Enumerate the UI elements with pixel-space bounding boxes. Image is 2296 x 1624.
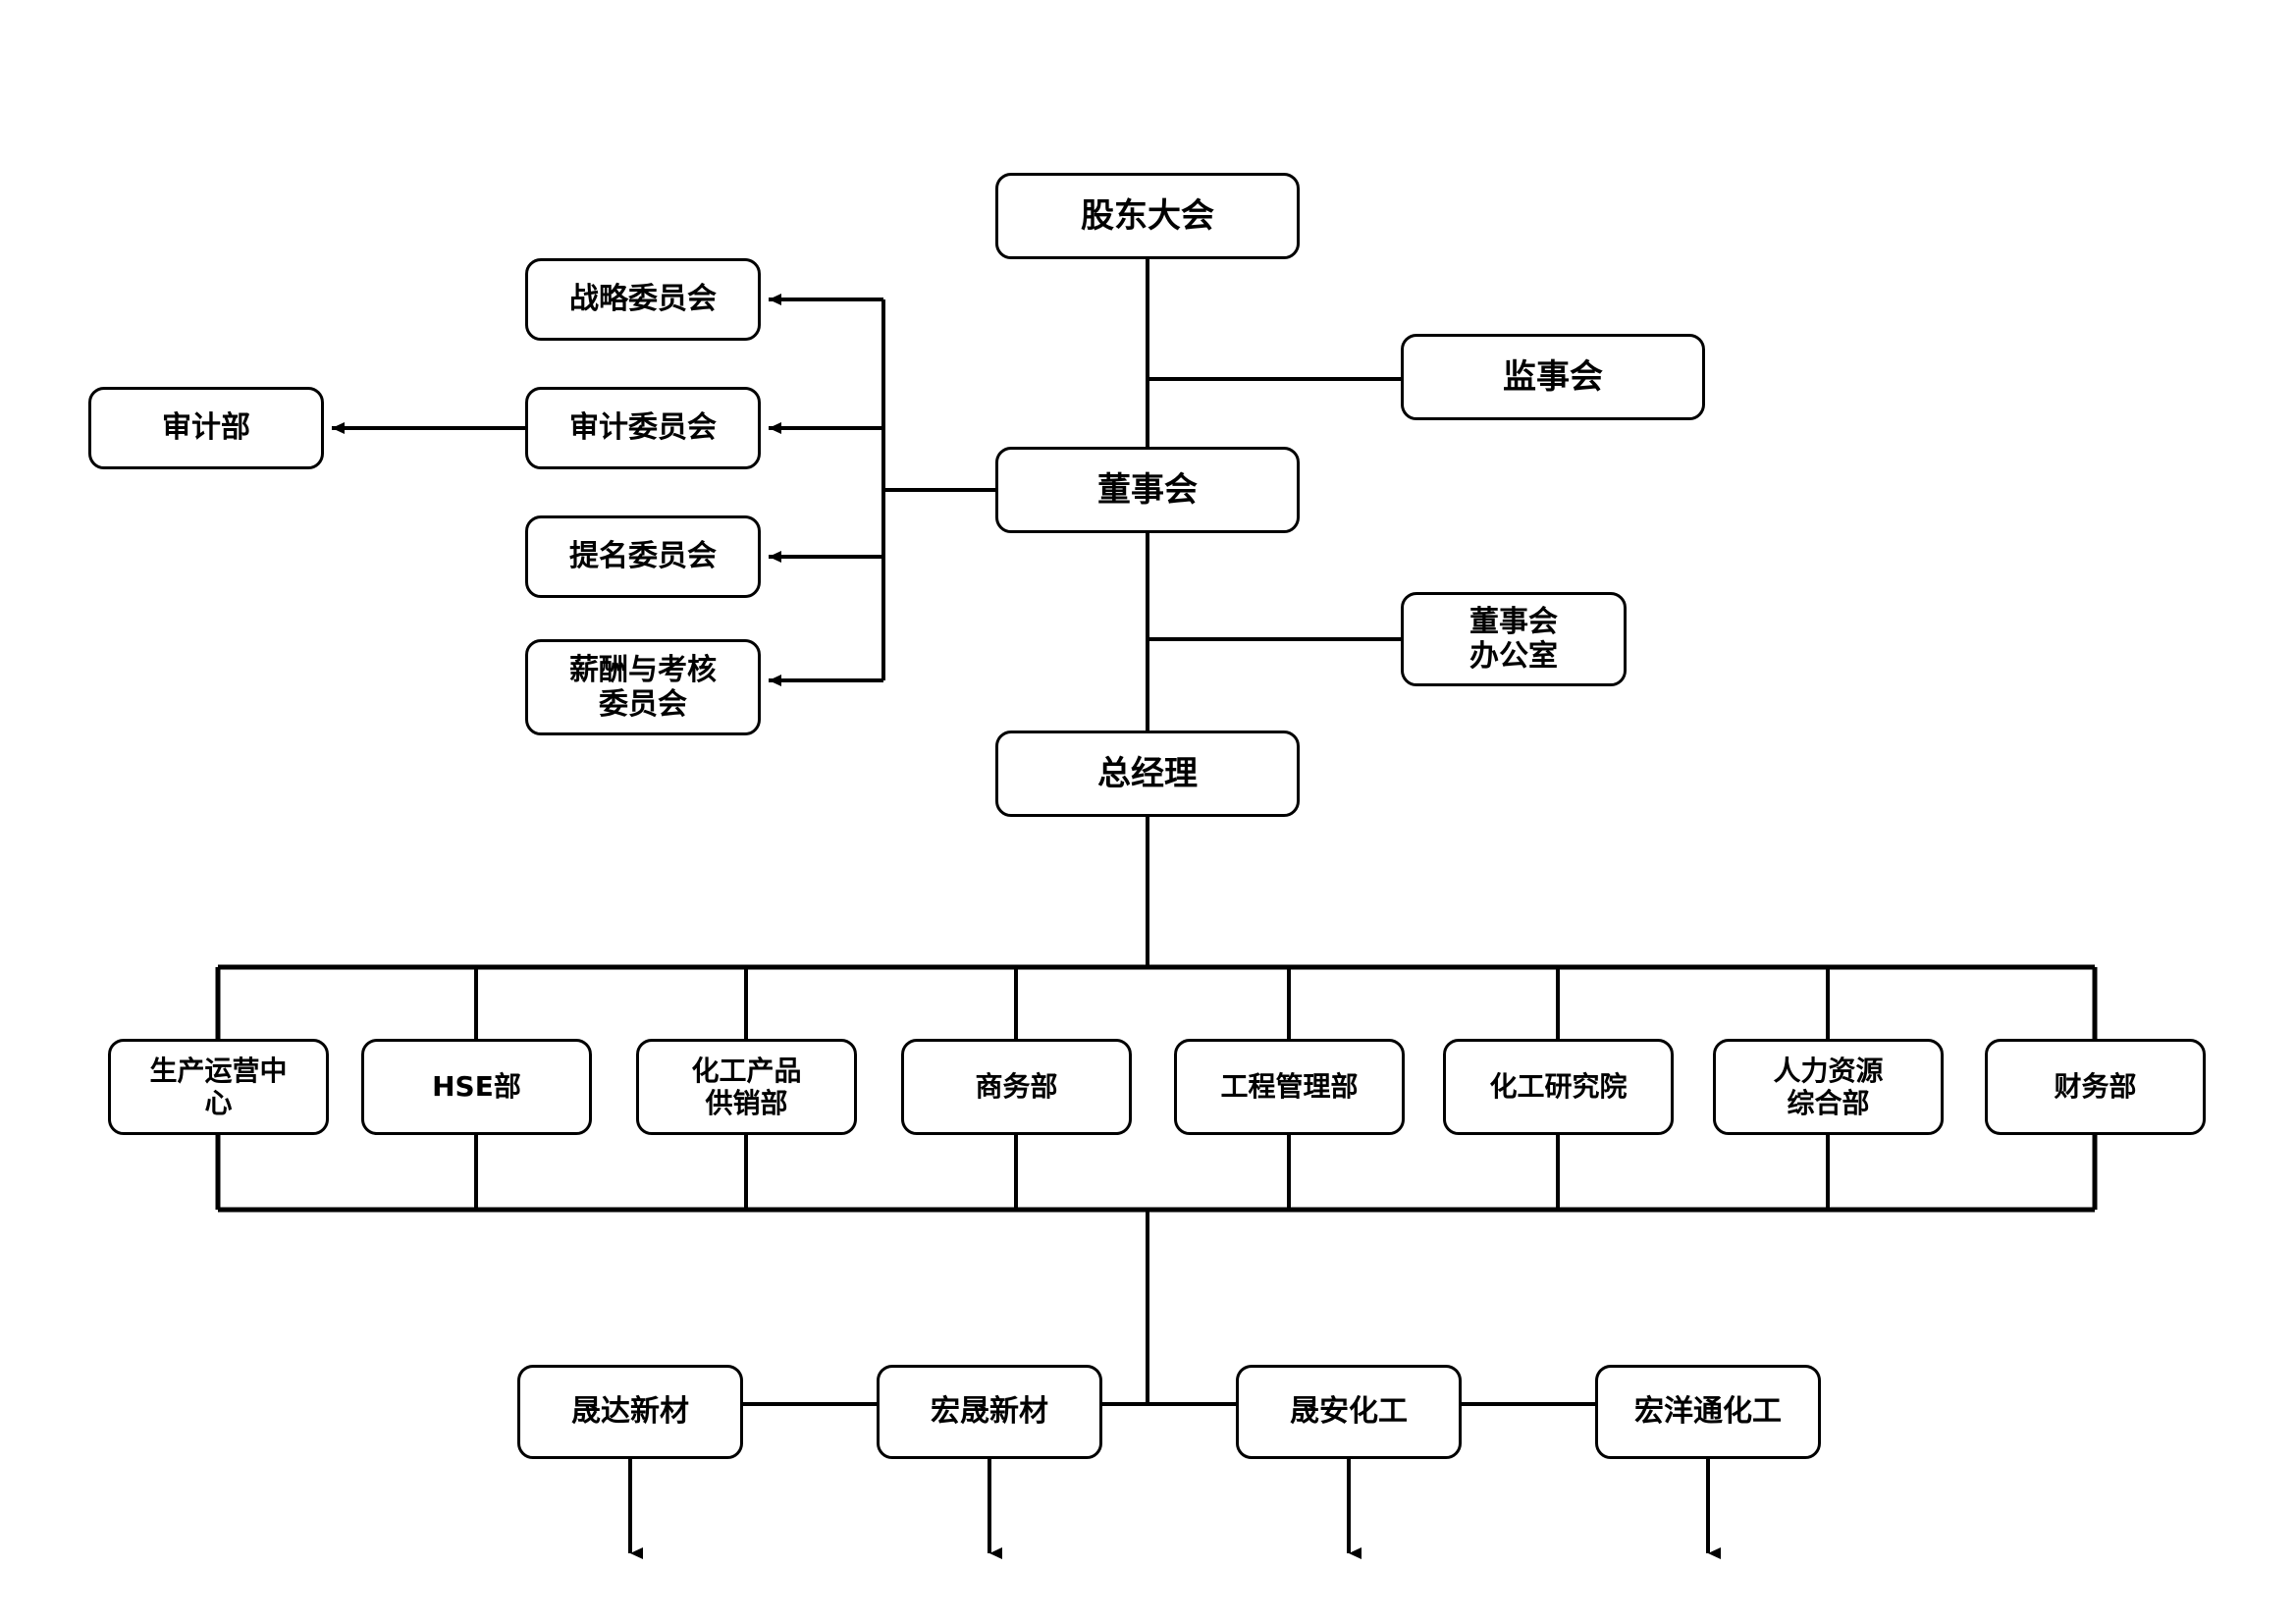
node-department-6[interactable]: 化工研究院 [1443,1039,1674,1135]
node-department-8[interactable]: 财务部 [1985,1039,2206,1135]
node-audit-committee[interactable]: 审计委员会 [525,387,761,469]
node-subsidiary-4[interactable]: 宏洋通化工 [1595,1365,1821,1459]
node-department-2[interactable]: HSE部 [361,1039,592,1135]
node-department-1[interactable]: 生产运营中 心 [108,1039,329,1135]
node-department-3[interactable]: 化工产品 供销部 [636,1039,857,1135]
node-department-5[interactable]: 工程管理部 [1174,1039,1405,1135]
node-remuneration-committee[interactable]: 薪酬与考核 委员会 [525,639,761,735]
node-subsidiary-1[interactable]: 晟达新材 [517,1365,743,1459]
node-audit-department[interactable]: 审计部 [88,387,324,469]
node-subsidiary-3[interactable]: 晟安化工 [1236,1365,1462,1459]
node-board-office[interactable]: 董事会 办公室 [1401,592,1627,686]
node-board-of-directors[interactable]: 董事会 [995,447,1300,533]
node-department-4[interactable]: 商务部 [901,1039,1132,1135]
node-strategy-committee[interactable]: 战略委员会 [525,258,761,341]
node-general-manager[interactable]: 总经理 [995,731,1300,817]
node-nomination-committee[interactable]: 提名委员会 [525,515,761,598]
node-subsidiary-2[interactable]: 宏晟新材 [877,1365,1102,1459]
node-supervisory-board[interactable]: 监事会 [1401,334,1705,420]
node-shareholders-meeting[interactable]: 股东大会 [995,173,1300,259]
node-department-7[interactable]: 人力资源 综合部 [1713,1039,1944,1135]
